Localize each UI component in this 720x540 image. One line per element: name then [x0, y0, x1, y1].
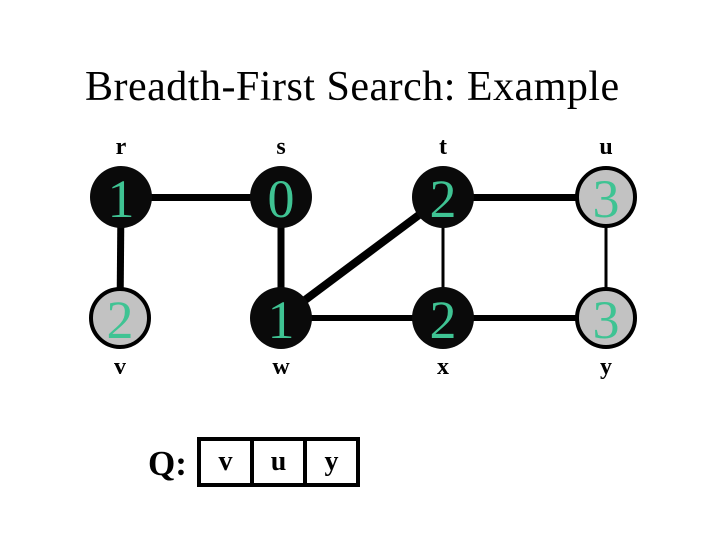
node-r-label: r: [115, 134, 127, 160]
queue-cell-2-value: y: [324, 446, 339, 477]
queue-cell-0: v: [201, 441, 254, 483]
node-y-distance: 3: [592, 289, 620, 350]
node-r-distance: 1: [107, 168, 135, 229]
node-w-label: w: [272, 354, 290, 380]
queue-cell-2: y: [307, 441, 356, 483]
graph-node-r: 1: [90, 166, 152, 228]
node-v-label: v: [114, 354, 126, 380]
node-u-label: u: [599, 134, 613, 160]
edge-t-u-tree: [443, 193, 606, 201]
graph-node-s: 0: [250, 166, 312, 228]
node-s-distance: 0: [267, 168, 295, 229]
graph-node-x: 2: [412, 287, 474, 349]
node-t-distance: 2: [429, 168, 457, 229]
node-x-distance: 2: [429, 289, 457, 350]
graph-node-w: 1: [250, 287, 312, 349]
edge-x-y-tree: [443, 315, 606, 321]
queue-cell-0-value: v: [218, 446, 233, 477]
graph-node-u: 3: [575, 166, 637, 228]
edge-r-s-tree: [121, 193, 281, 201]
node-x-label: x: [437, 354, 449, 380]
queue-cell-1-value: u: [270, 446, 287, 477]
graph-node-y: 3: [575, 287, 637, 349]
node-t-label: t: [439, 134, 447, 160]
node-u-distance: 3: [592, 168, 620, 229]
node-w-distance: 1: [267, 289, 295, 350]
edge-w-x-tree: [281, 315, 443, 321]
queue-label: Q:: [148, 444, 187, 483]
queue-cell-1: u: [254, 441, 307, 483]
page-title: Breadth-First Search: Example: [85, 64, 620, 110]
graph-node-t: 2: [412, 166, 474, 228]
graph-node-v: 2: [89, 287, 151, 349]
node-y-label: y: [600, 354, 612, 380]
node-v-distance: 2: [106, 289, 134, 350]
node-s-label: s: [276, 134, 286, 160]
